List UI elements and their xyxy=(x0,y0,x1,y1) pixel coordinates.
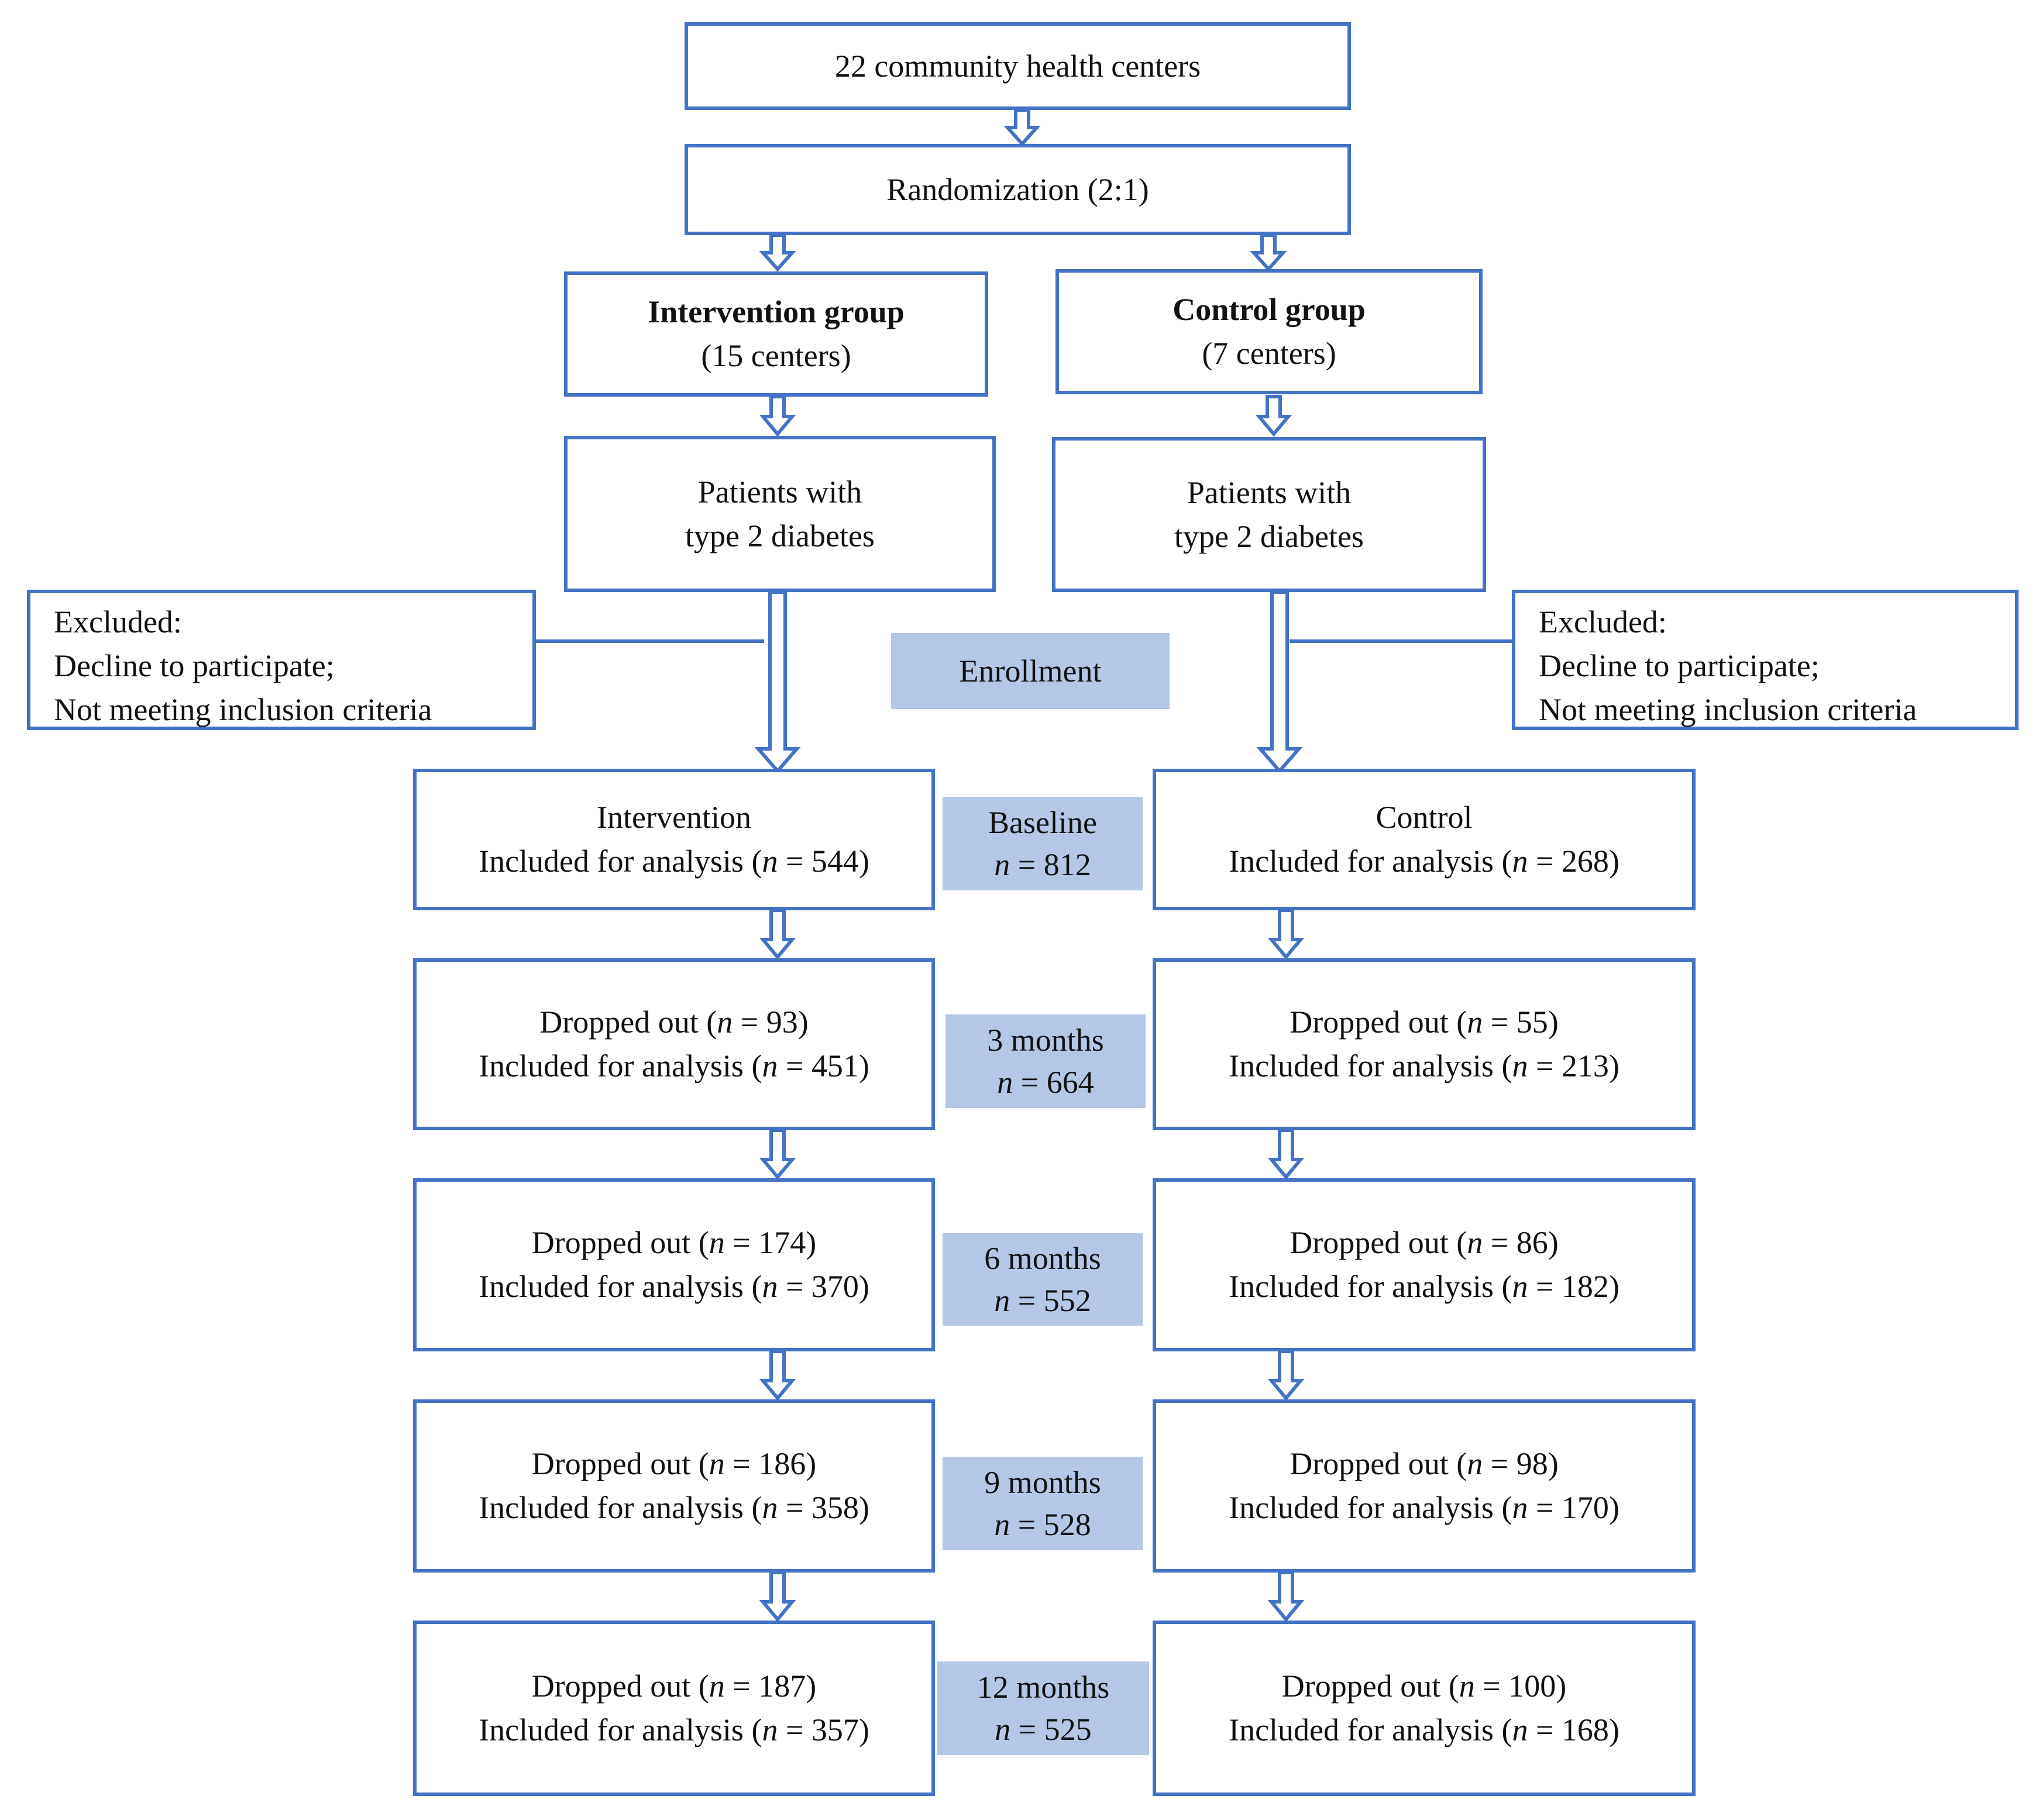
intervention-baseline-included: Included for analysis (n = 544) xyxy=(479,844,869,879)
baseline-label-text: Baseline xyxy=(988,805,1097,840)
box-excluded-right: Excluded: Decline to participate; Not me… xyxy=(1512,590,2019,730)
label-12-months: 12 months n = 525 xyxy=(937,1661,1149,1755)
12-months-n: n = 525 xyxy=(995,1712,1092,1747)
control-12m-dropped: Dropped out (n = 100) xyxy=(1281,1668,1567,1704)
control-baseline-included: Included for analysis (n = 268) xyxy=(1229,844,1619,879)
arrow-control-baseline-to-3m xyxy=(1267,909,1305,960)
excluded-right-line2: Decline to participate; xyxy=(1539,648,1820,683)
intervention-patients-line1: Patients with xyxy=(697,474,862,510)
arrow-randomization-to-control xyxy=(1250,233,1287,272)
control-9m-included: Included for analysis (n = 170) xyxy=(1229,1490,1619,1525)
control-3m-included: Included for analysis (n = 213) xyxy=(1229,1048,1619,1083)
box-intervention-patients: Patients with type 2 diabetes xyxy=(564,436,996,592)
box-intervention-3-months: Dropped out (n = 93) Included for analys… xyxy=(413,958,935,1130)
excluded-right-line1: Excluded: xyxy=(1539,604,1667,639)
box-excluded-left: Excluded: Decline to participate; Not me… xyxy=(27,590,536,730)
3-months-n: n = 664 xyxy=(997,1065,1094,1100)
label-enrollment: Enrollment xyxy=(891,633,1170,709)
enrollment-text: Enrollment xyxy=(959,653,1102,689)
intervention-patients-line2: type 2 diabetes xyxy=(685,518,875,553)
arrow-intervention-baseline-to-3m xyxy=(759,909,796,960)
intervention-12m-dropped: Dropped out (n = 187) xyxy=(531,1668,817,1704)
control-6m-dropped: Dropped out (n = 86) xyxy=(1290,1225,1559,1260)
box-intervention-group: Intervention group (15 centers) xyxy=(564,271,988,397)
box-control-group: Control group (7 centers) xyxy=(1055,269,1483,394)
randomization-text: Randomization (2:1) xyxy=(886,171,1149,207)
label-baseline: Baseline n = 812 xyxy=(943,797,1143,890)
excluded-left-line2: Decline to participate; xyxy=(54,648,335,683)
intervention-baseline-title: Intervention xyxy=(597,800,751,835)
excluded-left-line3: Not meeting inclusion criteria xyxy=(54,692,432,727)
box-community-centers: 22 community health centers xyxy=(685,22,1351,110)
box-control-3-months: Dropped out (n = 55) Included for analys… xyxy=(1153,958,1696,1130)
excluded-right-line3: Not meeting inclusion criteria xyxy=(1539,692,1917,727)
arrow-intervention-patients-to-baseline xyxy=(754,590,801,774)
control-9m-dropped: Dropped out (n = 98) xyxy=(1290,1446,1559,1481)
6-months-label-text: 6 months xyxy=(984,1241,1101,1276)
baseline-n: n = 812 xyxy=(994,847,1091,882)
box-intervention-6-months: Dropped out (n = 174) Included for analy… xyxy=(413,1178,935,1351)
box-randomization: Randomization (2:1) xyxy=(685,144,1351,235)
control-3m-dropped: Dropped out (n = 55) xyxy=(1290,1004,1559,1040)
arrow-control-to-patients xyxy=(1255,395,1292,437)
box-intervention-baseline: Intervention Included for analysis (n = … xyxy=(413,769,935,910)
arrow-control-9m-to-12m xyxy=(1267,1571,1305,1622)
intervention-9m-dropped: Dropped out (n = 186) xyxy=(531,1446,817,1481)
box-control-6-months: Dropped out (n = 86) Included for analys… xyxy=(1153,1178,1696,1351)
intervention-3m-dropped: Dropped out (n = 93) xyxy=(539,1004,809,1040)
intervention-9m-included: Included for analysis (n = 358) xyxy=(479,1490,869,1525)
3-months-label-text: 3 months xyxy=(987,1023,1104,1058)
arrow-intervention-6m-to-9m xyxy=(759,1350,796,1401)
label-6-months: 6 months n = 552 xyxy=(943,1233,1143,1326)
intervention-6m-included: Included for analysis (n = 370) xyxy=(479,1269,869,1304)
control-patients-line2: type 2 diabetes xyxy=(1174,518,1364,554)
6-months-n: n = 552 xyxy=(994,1283,1091,1318)
arrow-intervention-3m-to-6m xyxy=(759,1129,796,1180)
arrow-control-6m-to-9m xyxy=(1267,1350,1305,1401)
box-control-patients: Patients with type 2 diabetes xyxy=(1052,437,1486,592)
box-control-12-months: Dropped out (n = 100) Included for analy… xyxy=(1153,1621,1696,1796)
arrow-intervention-9m-to-12m xyxy=(759,1571,796,1622)
arrow-control-3m-to-6m xyxy=(1267,1129,1305,1180)
box-intervention-9-months: Dropped out (n = 186) Included for analy… xyxy=(413,1399,935,1573)
intervention-6m-dropped: Dropped out (n = 174) xyxy=(531,1225,817,1260)
intervention-12m-included: Included for analysis (n = 357) xyxy=(479,1712,869,1747)
arrow-randomization-to-intervention xyxy=(759,233,796,272)
control-12m-included: Included for analysis (n = 168) xyxy=(1229,1712,1619,1747)
control-group-subtitle: (7 centers) xyxy=(1202,336,1336,371)
label-3-months: 3 months n = 664 xyxy=(945,1014,1146,1108)
control-baseline-title: Control xyxy=(1376,800,1473,835)
9-months-n: n = 528 xyxy=(994,1507,1091,1542)
control-group-title: Control group xyxy=(1172,292,1366,327)
intervention-group-title: Intervention group xyxy=(648,294,905,329)
arrow-centers-to-randomization xyxy=(1003,108,1041,147)
intervention-group-subtitle: (15 centers) xyxy=(701,338,851,373)
box-control-9-months: Dropped out (n = 98) Included for analys… xyxy=(1153,1399,1696,1573)
arrow-control-patients-to-baseline xyxy=(1256,590,1303,774)
arrow-intervention-to-patients xyxy=(759,395,796,437)
box-control-baseline: Control Included for analysis (n = 268) xyxy=(1153,769,1696,910)
community-centers-text: 22 community health centers xyxy=(834,48,1201,84)
excluded-left-line1: Excluded: xyxy=(54,604,182,639)
12-months-label-text: 12 months xyxy=(976,1670,1110,1705)
intervention-3m-included: Included for analysis (n = 451) xyxy=(479,1048,869,1083)
control-6m-included: Included for analysis (n = 182) xyxy=(1229,1269,1619,1304)
9-months-label-text: 9 months xyxy=(984,1465,1101,1500)
box-intervention-12-months: Dropped out (n = 187) Included for analy… xyxy=(413,1621,935,1796)
control-patients-line1: Patients with xyxy=(1187,474,1352,510)
label-9-months: 9 months n = 528 xyxy=(943,1457,1143,1550)
